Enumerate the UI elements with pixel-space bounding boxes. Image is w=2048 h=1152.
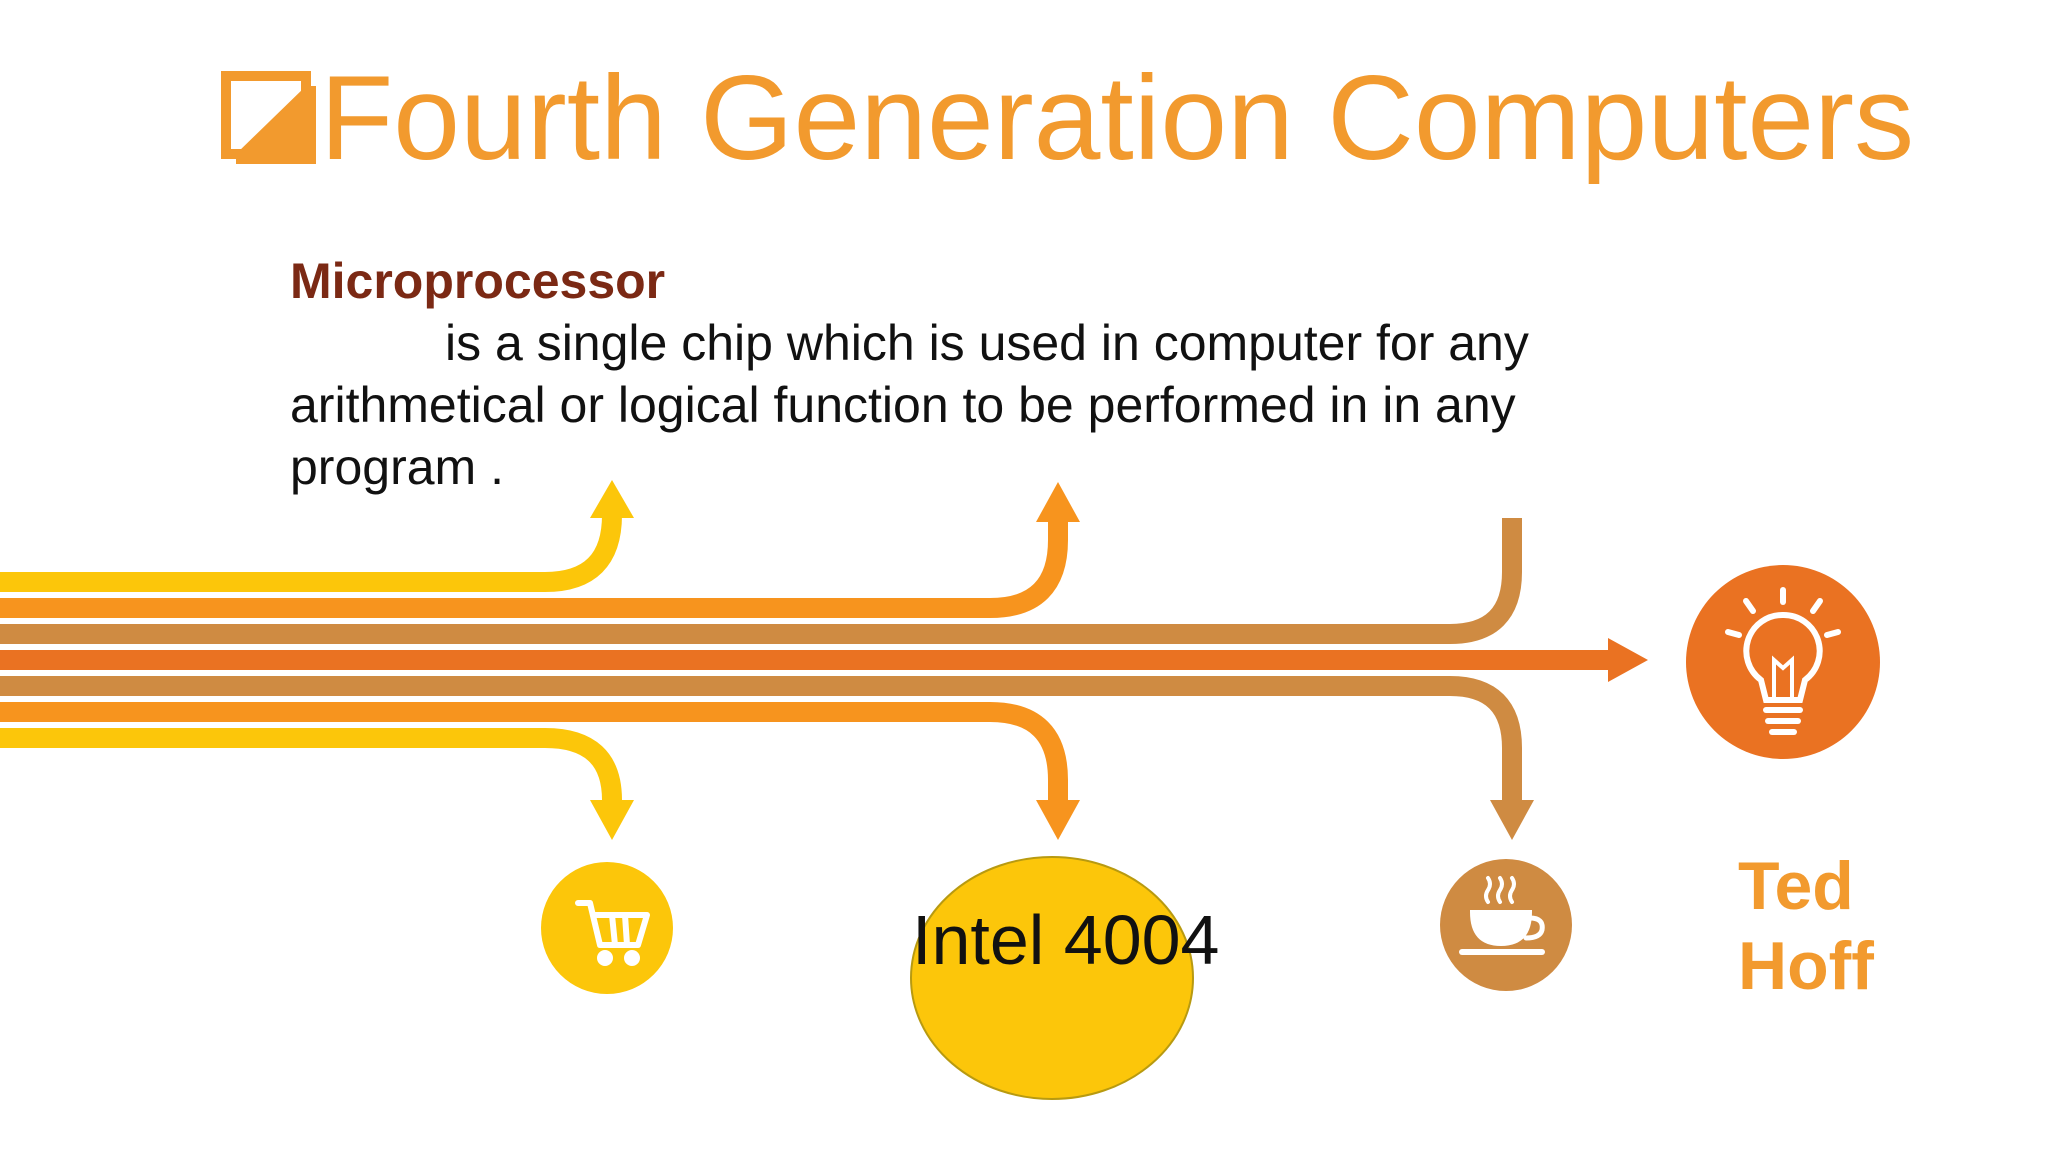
arrow-up-tan — [0, 518, 1522, 644]
lightbulb-node — [1686, 565, 1880, 759]
arrow-up-yellow — [0, 510, 622, 592]
arrowhead-center — [1608, 638, 1648, 682]
arrow-down-yellow — [0, 728, 622, 802]
square-bullet-icon — [221, 71, 316, 164]
cart-node — [541, 862, 673, 994]
shopping-cart-icon — [575, 900, 650, 966]
intel-node — [910, 856, 1194, 1100]
ted-hoff-label: Ted Hoff — [1738, 846, 1898, 1006]
arrowhead-up-yellow — [590, 480, 634, 518]
arrowhead-down-yellow — [590, 800, 634, 840]
definition-text: is a single chip which is used in comput… — [290, 315, 1529, 495]
arrowhead-up-orange — [1036, 482, 1080, 522]
arrow-down-tan — [0, 676, 1522, 800]
lightbulb-icon — [1725, 587, 1841, 735]
definition-term: Microprocessor — [290, 253, 666, 309]
coffee-node — [1440, 859, 1572, 991]
arrow-up-orange — [0, 515, 1068, 618]
definition-block: Microprocessor is a single chip which is… — [290, 250, 1610, 498]
coffee-cup-icon — [1459, 876, 1545, 955]
arrowhead-down-tan — [1490, 800, 1534, 840]
inventor-name: Ted Hoff — [1738, 848, 1874, 1004]
page-title: Fourth Generation Computers — [320, 51, 1915, 185]
intel-4004-label: Intel 4004 — [912, 901, 1220, 979]
arrow-down-orange — [0, 702, 1068, 800]
arrowhead-down-orange — [1036, 800, 1080, 840]
